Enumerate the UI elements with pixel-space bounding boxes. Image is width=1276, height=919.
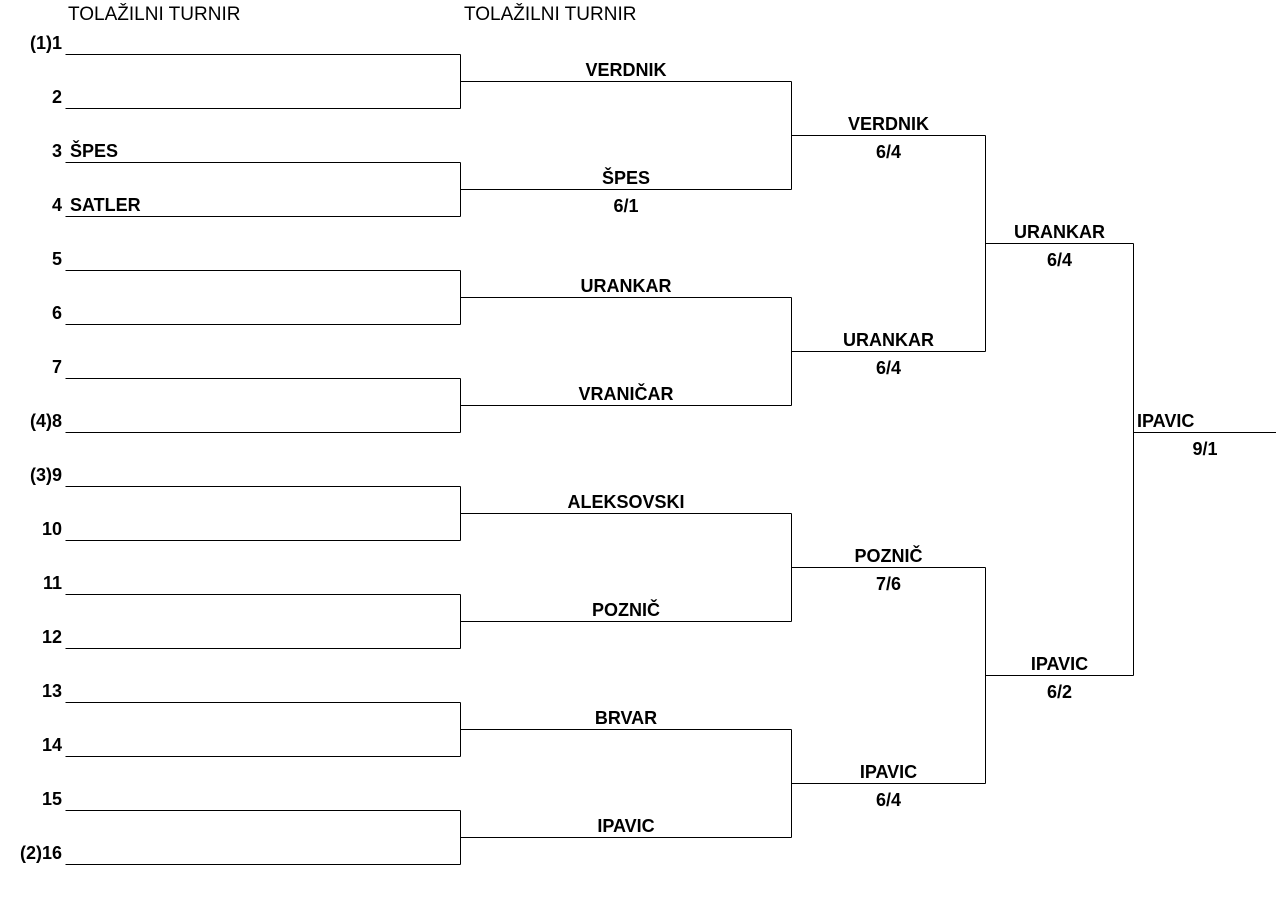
player-name: VERDNIK (585, 59, 667, 80)
seed-number: 11 (42, 572, 62, 593)
player-name: ŠPES (601, 167, 651, 188)
player-name: VRANIČAR (578, 383, 674, 404)
seed-number: 6 (51, 302, 62, 323)
player-name: IPAVIC (1030, 653, 1089, 674)
header-left: TOLAŽILNI TURNIR (68, 4, 241, 25)
player-name: URANKAR (1014, 221, 1105, 242)
seed-number: 15 (41, 788, 62, 809)
match-score: 7/6 (875, 573, 902, 594)
match-score: 6/4 (875, 141, 902, 162)
seed-number: 5 (51, 248, 62, 269)
player-name: IPAVIC (859, 761, 918, 782)
seed-number: (2)16 (19, 842, 62, 863)
seed-number: (3)9 (29, 464, 62, 485)
seed-number: 7 (51, 356, 62, 377)
player-name: IPAVIC (597, 815, 655, 836)
player-name: ŠPES (70, 140, 119, 161)
player-name: URANKAR (580, 275, 672, 296)
winner-score: 9/1 (1192, 438, 1218, 459)
player-name: POZNIČ (591, 599, 660, 620)
seed-number: (4)8 (29, 410, 62, 431)
player-name: BRVAR (594, 707, 658, 728)
seed-number: 4 (51, 194, 62, 215)
seed-number: 3 (51, 140, 62, 161)
player-name: SATLER (70, 194, 141, 215)
header-right: TOLAŽILNI TURNIR (464, 4, 637, 25)
seed-number: 2 (51, 86, 62, 107)
seed-number: 13 (41, 680, 62, 701)
player-name: POZNIČ (854, 545, 923, 566)
match-score: 6/4 (1046, 249, 1073, 270)
player-name: URANKAR (843, 329, 934, 350)
match-score: 6/2 (1046, 681, 1073, 702)
player-name: ALEKSOVSKI (567, 491, 685, 512)
seed-number: 12 (41, 626, 62, 647)
seed-number: (1)1 (29, 32, 62, 53)
seed-number: 14 (41, 734, 62, 755)
match-score: 6/4 (875, 789, 902, 810)
winner-name: IPAVIC (1137, 410, 1195, 431)
match-score: 6/4 (875, 357, 902, 378)
match-score: 6/1 (613, 195, 639, 216)
player-name: VERDNIK (847, 113, 929, 134)
seed-number: 10 (41, 518, 62, 539)
